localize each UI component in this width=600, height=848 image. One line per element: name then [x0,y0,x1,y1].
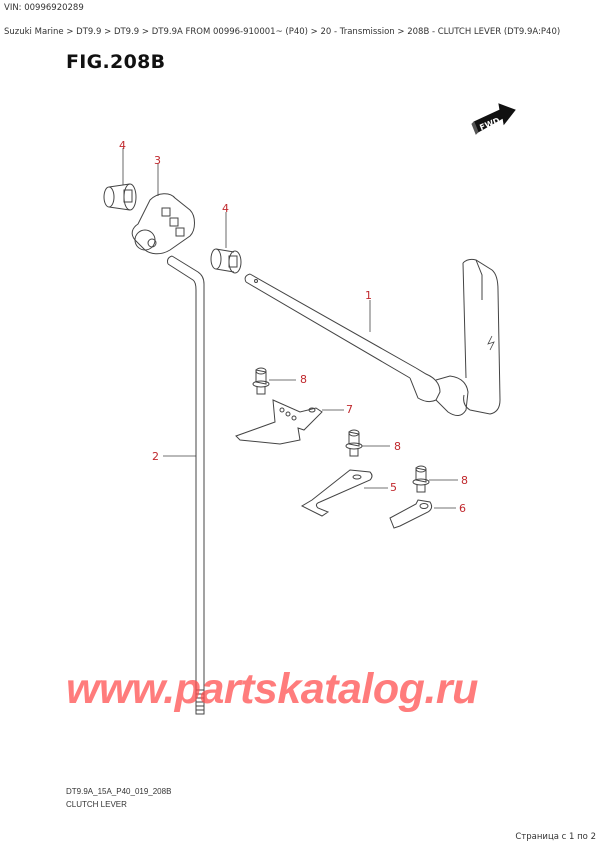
bushing-right-icon [210,212,242,274]
figure-title: FIG.208B [66,51,166,73]
callout-6[interactable]: 6 [459,502,466,515]
callout-3[interactable]: 3 [154,154,161,167]
callout-8-middle[interactable]: 8 [394,440,401,453]
vin-label: VIN: 00996920289 [4,3,84,13]
callout-1[interactable]: 1 [365,289,372,302]
bracket-icon [235,399,344,445]
bolt-lower-icon [412,465,458,493]
breadcrumb[interactable]: Suzuki Marine > DT9.9 > DT9.9 > DT9.9A F… [4,27,561,37]
clip-icon [389,499,456,529]
callout-8-upper[interactable]: 8 [300,373,307,386]
callout-7[interactable]: 7 [346,403,353,416]
callout-4-right[interactable]: 4 [222,202,229,215]
callout-4-left[interactable]: 4 [119,139,126,152]
bushing-left-icon [103,148,137,211]
clamp-icon [300,469,388,517]
fwd-arrow-icon: FWD [471,103,516,135]
rod-icon [163,255,205,715]
lever-bracket-icon [131,163,195,255]
bolt-upper-icon [252,367,296,395]
callout-5[interactable]: 5 [390,481,397,494]
bolt-middle-icon [345,429,390,457]
clutch-lever-icon [244,258,501,416]
callout-8-lower[interactable]: 8 [461,474,468,487]
watermark: www.partskatalog.ru [66,665,478,713]
figure-code: DT9.9A_15A_P40_019_208B [66,787,172,796]
page-indicator: Страница с 1 по 2 [515,832,596,842]
figure-name: CLUTCH LEVER [66,800,127,809]
callout-2[interactable]: 2 [152,450,159,463]
